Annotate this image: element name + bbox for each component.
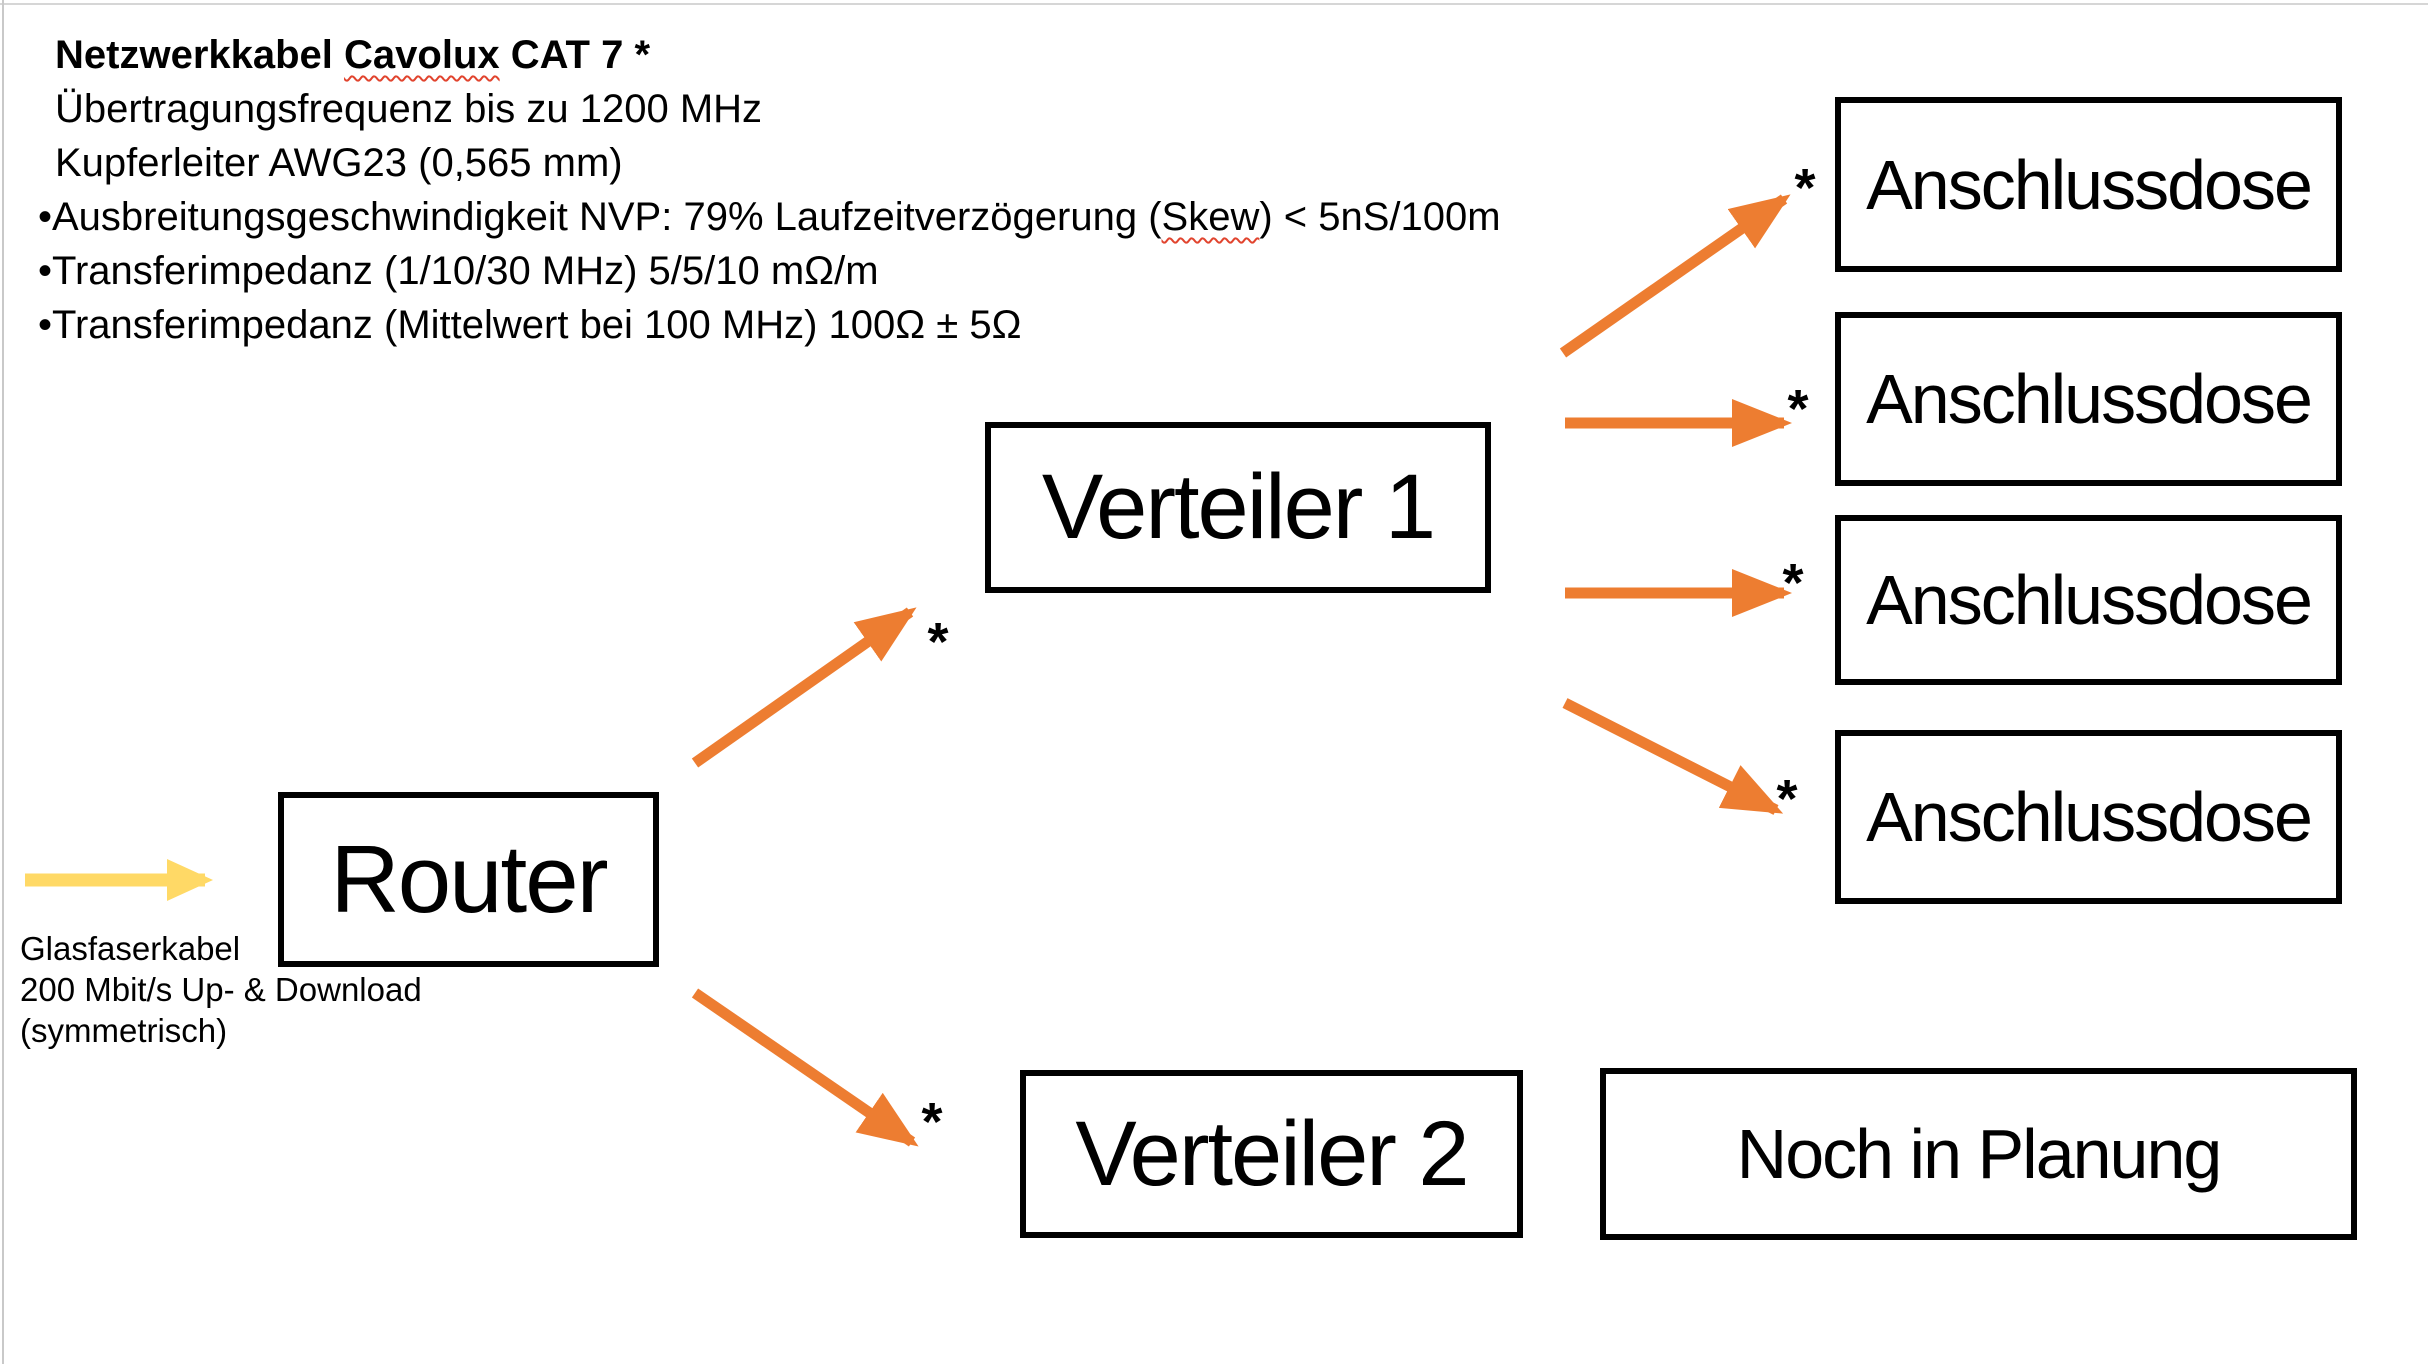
node-anschlussdose-2-label: Anschlussdose: [1866, 360, 2313, 438]
node-router-label: Router: [330, 825, 608, 933]
node-anschlussdose-4[interactable]: Anschlussdose: [1835, 730, 2342, 904]
node-noch-in-planung-label: Noch in Planung: [1736, 1115, 2223, 1193]
uplink-caption-line2: 200 Mbit/s Up- & Download: [20, 971, 422, 1008]
node-noch-in-planung[interactable]: Noch in Planung: [1600, 1068, 2357, 1240]
node-router[interactable]: Router: [278, 792, 659, 967]
node-anschlussdose-2[interactable]: Anschlussdose: [1835, 312, 2342, 486]
cable-spec-block: Netzwerkkabel Cavolux CAT 7 * Übertragun…: [38, 28, 1501, 352]
spec-title-suffix: CAT 7 *: [499, 33, 651, 77]
node-verteiler-2-label: Verteiler 2: [1075, 1102, 1469, 1205]
spec-line-impedance-1: •Transferimpedanz (1/10/30 MHz) 5/5/10 m…: [38, 249, 879, 293]
arrow-router-to-verteiler2[interactable]: [691, 988, 919, 1147]
asterisk-verteiler2: *: [921, 1092, 943, 1152]
node-anschlussdose-1[interactable]: Anschlussdose: [1835, 97, 2342, 272]
asterisk-dose2: *: [1787, 379, 1809, 439]
node-verteiler-2[interactable]: Verteiler 2: [1020, 1070, 1523, 1238]
spec-title-misspelled-word: Cavolux: [344, 33, 500, 77]
spec-title-prefix: Netzwerkkabel: [55, 33, 345, 77]
slide-edge-top: [0, 3, 2428, 5]
asterisk-dose4: *: [1776, 769, 1798, 829]
node-verteiler-1-label: Verteiler 1: [1041, 456, 1436, 558]
spec-title: Netzwerkkabel Cavolux CAT 7 *: [38, 28, 1501, 82]
arrow-router-to-verteiler1[interactable]: [691, 607, 917, 768]
spec-nvp-suffix: ) < 5nS/100m: [1259, 195, 1501, 239]
uplink-caption-line1: Glasfaserkabel: [20, 930, 241, 967]
spec-nvp-misspelled-word: Skew: [1161, 195, 1260, 239]
spec-line-conductor: Kupferleiter AWG23 (0,565 mm): [55, 141, 623, 185]
node-anschlussdose-1-label: Anschlussdose: [1866, 145, 2313, 224]
arrow-verteiler1-to-dose4[interactable]: [1562, 698, 1784, 815]
node-anschlussdose-3[interactable]: Anschlussdose: [1835, 515, 2342, 685]
node-anschlussdose-3-label: Anschlussdose: [1866, 561, 2313, 639]
asterisk-dose1: *: [1794, 158, 1816, 218]
uplink-caption-line3: (symmetrisch): [20, 1012, 228, 1049]
asterisk-dose3: *: [1782, 553, 1804, 613]
uplink-caption: Glasfaserkabel 200 Mbit/s Up- & Download…: [20, 928, 422, 1051]
spec-line-impedance-2: •Transferimpedanz (Mittelwert bei 100 MH…: [38, 303, 1022, 347]
spec-line-nvp: •Ausbreitungsgeschwindigkeit NVP: 79% La…: [38, 190, 1501, 244]
slide-edge-left: [2, 0, 4, 1364]
asterisk-verteiler1: *: [927, 612, 949, 672]
spec-nvp-prefix: •Ausbreitungsgeschwindigkeit NVP: 79% La…: [38, 195, 1162, 239]
spec-line-frequency: Übertragungsfrequenz bis zu 1200 MHz: [55, 87, 763, 131]
node-verteiler-1[interactable]: Verteiler 1: [985, 422, 1491, 593]
arrow-verteiler1-to-dose1[interactable]: [1559, 194, 1791, 358]
node-anschlussdose-4-label: Anschlussdose: [1866, 778, 2313, 856]
